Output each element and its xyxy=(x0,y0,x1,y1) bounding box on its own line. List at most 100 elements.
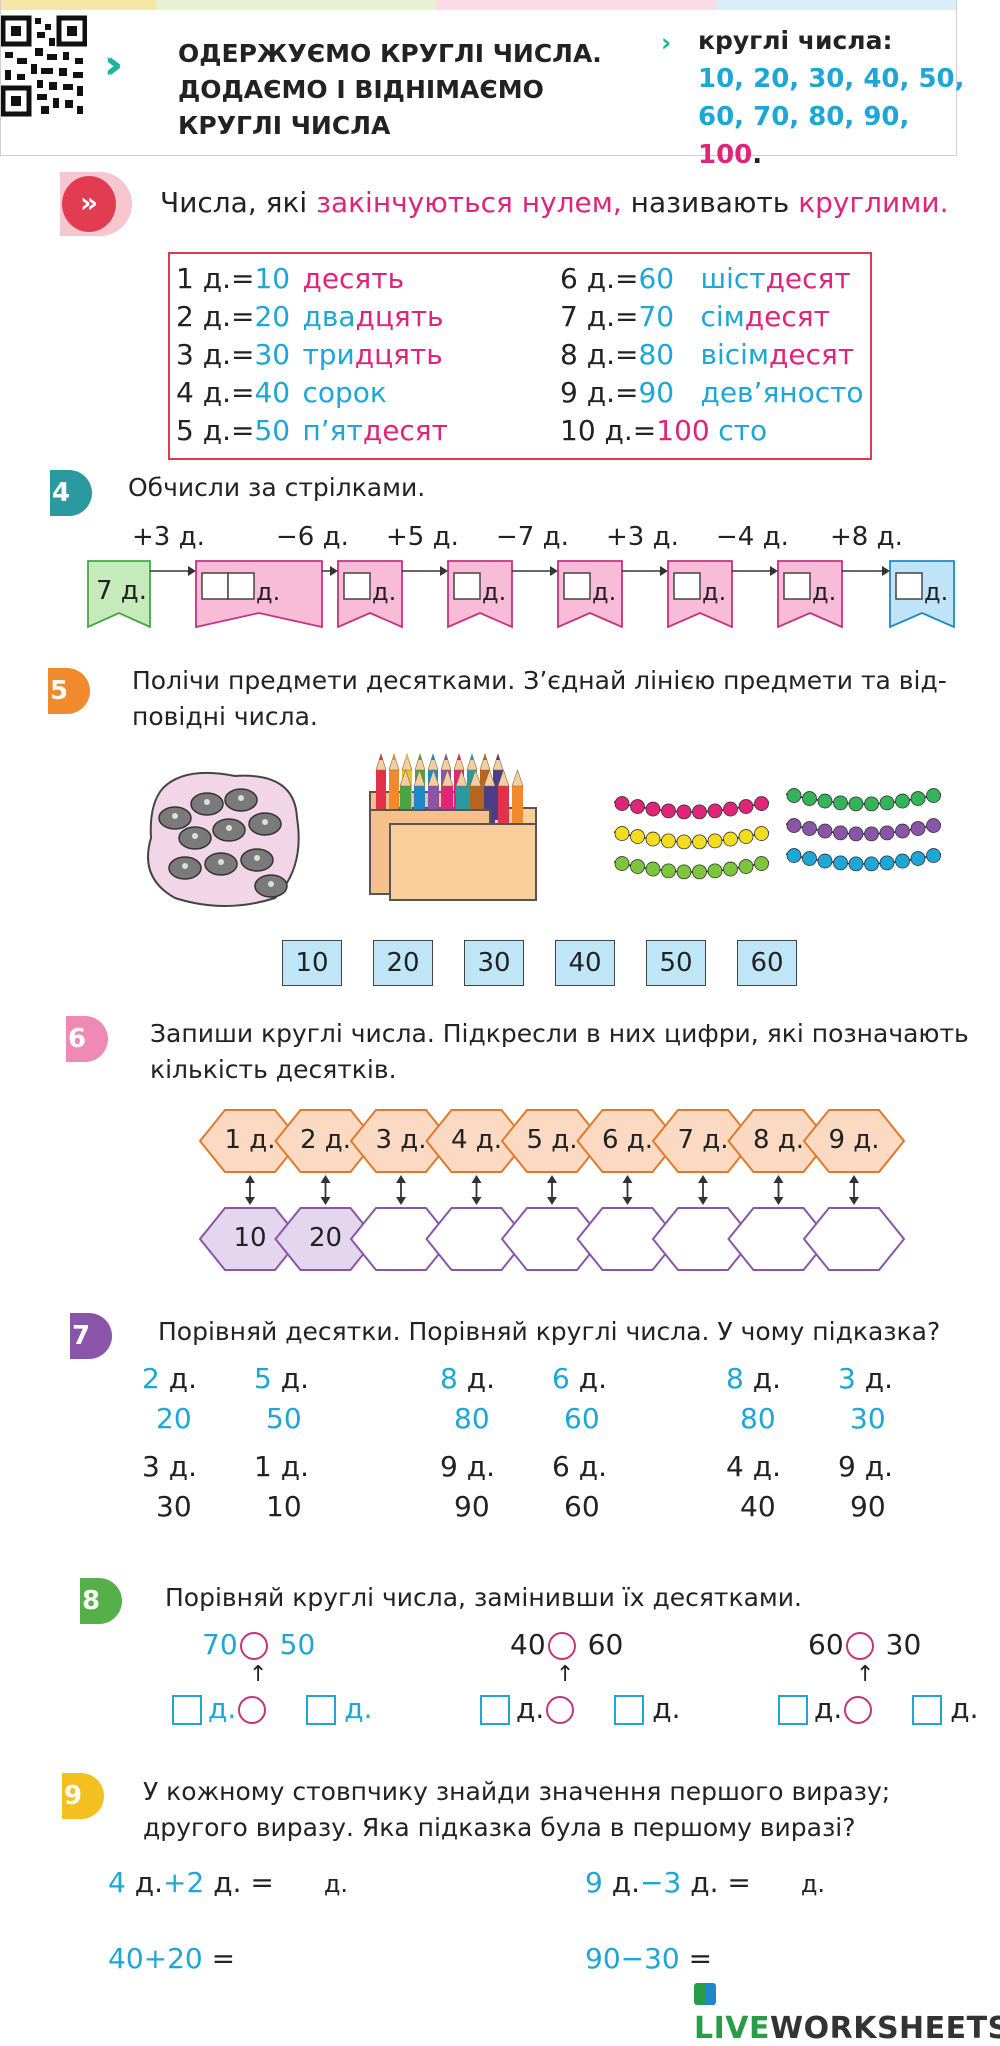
equals-sign: = xyxy=(230,338,255,371)
expr-num: 3 xyxy=(663,1866,682,1899)
answer-box[interactable] xyxy=(673,572,701,600)
pencil xyxy=(442,786,453,826)
header-stripe xyxy=(1,0,156,10)
number-tile[interactable]: 30 xyxy=(464,940,524,986)
tens-unit: д. xyxy=(864,1362,893,1395)
answer-box[interactable] xyxy=(480,1695,510,1725)
answer-box[interactable] xyxy=(778,1695,808,1725)
tens-pair: 2 д. xyxy=(142,1362,197,1395)
round-number-100: 100 xyxy=(698,140,753,170)
answer-box[interactable] xyxy=(895,572,923,600)
number-word-suffix: десят xyxy=(744,300,830,333)
tens-count: 3 д. xyxy=(176,338,231,371)
arrow-head xyxy=(471,1175,482,1183)
expression-1a: 4 д.+2 д. =д. xyxy=(108,1866,348,1899)
answer-box[interactable] xyxy=(201,572,229,600)
liveworksheets-logo[interactable]: LIVEWORKSHEETS xyxy=(694,1976,1000,2046)
arrow-up-icon: ↑ xyxy=(556,1662,575,1687)
round-number: 90 xyxy=(454,1490,490,1523)
answer-box[interactable] xyxy=(563,572,591,600)
tens-count: 10 д. xyxy=(560,414,633,447)
chain-unit: д. xyxy=(592,578,617,606)
bead xyxy=(707,833,723,849)
number-tile[interactable]: 40 xyxy=(555,940,615,986)
number-tile-label: 10 xyxy=(295,948,329,978)
number-word: десять xyxy=(302,262,405,295)
answer-box[interactable] xyxy=(306,1695,337,1725)
expr-num: 9 xyxy=(585,1866,603,1899)
number-tile[interactable]: 20 xyxy=(373,940,433,986)
pencil xyxy=(456,786,467,826)
number-tile[interactable]: 10 xyxy=(282,940,342,986)
answer-box[interactable] xyxy=(172,1695,202,1725)
bead xyxy=(926,818,941,833)
bead xyxy=(630,859,645,874)
answer-box[interactable] xyxy=(227,572,255,600)
number-tile[interactable]: 60 xyxy=(737,940,797,986)
bead xyxy=(723,861,738,877)
equals-sign: = xyxy=(614,300,639,333)
tens-digit: 5 xyxy=(254,1362,272,1395)
round-numbers-row: 10, 20, 30, 40, 50, xyxy=(698,64,965,94)
expr-unit-eq: д. = xyxy=(690,1866,751,1899)
round-number: 30 xyxy=(885,1628,922,1661)
bead xyxy=(879,795,895,811)
number-word: п’ят xyxy=(302,414,363,447)
pencil-tip xyxy=(469,769,482,787)
bead xyxy=(723,831,738,847)
rule-text: Числа, які закінчуються нулем, називають… xyxy=(160,186,948,219)
task-text-line: другого виразу. Яка підказка була в перш… xyxy=(143,1813,856,1842)
number-word-suffix: дцять xyxy=(354,338,443,371)
arrow-head xyxy=(245,1197,255,1205)
answer-box[interactable] xyxy=(912,1695,943,1725)
chain-operation: −6 д. xyxy=(276,522,349,552)
round-number: 40 xyxy=(740,1490,776,1523)
tens-digit: 8 xyxy=(440,1362,458,1395)
header-stripe xyxy=(156,0,436,10)
round-number: 30 xyxy=(254,338,291,371)
bead xyxy=(661,833,676,849)
expr-num: 40 xyxy=(108,1942,144,1975)
number-word: шіст xyxy=(700,262,766,295)
answer-box[interactable] xyxy=(614,1695,645,1725)
answer-box[interactable] xyxy=(783,572,811,600)
chain-unit: д. xyxy=(256,578,281,606)
rule-badge: » xyxy=(60,172,132,236)
answer-box[interactable] xyxy=(453,572,481,600)
number-word-suffix: десят xyxy=(765,262,851,295)
comparison-circle[interactable] xyxy=(546,1696,575,1724)
arrow-head xyxy=(330,566,338,576)
chain-start-value: 7 д. xyxy=(96,576,148,606)
comparison-circle[interactable] xyxy=(845,1632,874,1660)
bead xyxy=(802,821,817,836)
tens-digit: 8 xyxy=(726,1362,744,1395)
equals-sign: = xyxy=(230,376,255,409)
comparison-circle[interactable] xyxy=(547,1632,576,1660)
round-number: 40 xyxy=(254,376,291,409)
comparison-circle[interactable] xyxy=(239,1632,268,1660)
expr-num: 90 xyxy=(585,1942,621,1975)
number-tile[interactable]: 50 xyxy=(646,940,706,986)
pencil-tip xyxy=(375,752,387,771)
task-number-badge: 5 xyxy=(48,668,90,714)
pencil-box xyxy=(389,823,537,901)
expr-eq: = xyxy=(211,1942,236,1975)
pencil xyxy=(376,770,386,820)
tens-digit: 3 xyxy=(838,1362,856,1395)
comparison-circle[interactable] xyxy=(844,1696,873,1724)
comparison-circle[interactable] xyxy=(238,1696,267,1724)
qr-code-icon[interactable] xyxy=(1,14,87,118)
arrow-head xyxy=(698,1175,708,1183)
tens-hexagon xyxy=(802,1109,906,1173)
pencil-lead xyxy=(431,754,435,760)
number-hexagon[interactable] xyxy=(802,1207,906,1271)
chain-operation: −7 д. xyxy=(496,522,569,552)
expr-num: 4 xyxy=(108,1866,126,1899)
number-tile-label: 20 xyxy=(386,948,420,978)
tens-digit: 6 xyxy=(552,1362,570,1395)
round-number: 60 xyxy=(564,1490,600,1523)
answer-box[interactable] xyxy=(343,572,371,600)
